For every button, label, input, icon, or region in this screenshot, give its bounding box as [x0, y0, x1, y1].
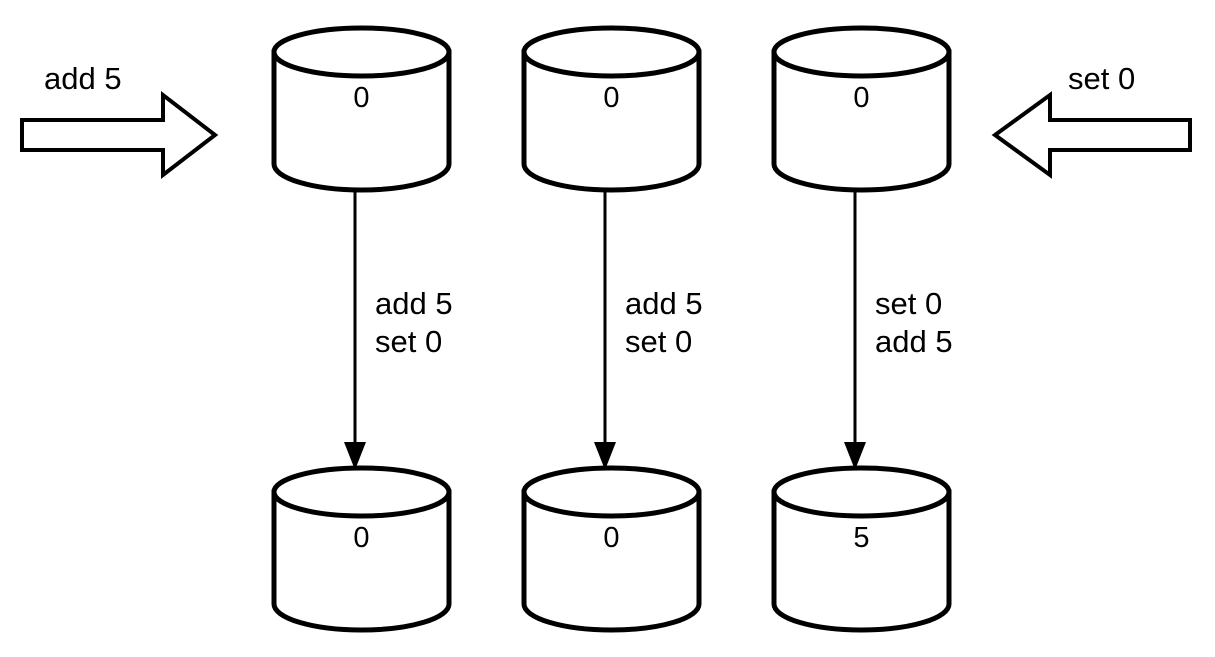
replica-2-top-cylinder-body: [521, 49, 702, 193]
replica-3-final-value: 5: [853, 522, 869, 554]
replica-1-bottom-cylinder: 0: [271, 465, 452, 633]
replica-1-bottom-cylinder-body: [271, 489, 452, 633]
left-operation-arrow: [20, 90, 219, 180]
replica-3-top-cylinder-body: [771, 49, 952, 193]
replica-2-operation-1: add 5: [625, 286, 703, 321]
replica-2-final-value: 0: [603, 522, 619, 554]
replica-1-column: 0 add 5 set 0 0: [271, 25, 453, 633]
replica-2-connector-arrowhead: [594, 442, 616, 470]
replica-2-top-cylinder-lid: [521, 25, 702, 79]
right-operation-arrow: [991, 91, 1192, 179]
replica-2-initial-value: 0: [603, 82, 619, 114]
right-block-arrow-shape: [991, 91, 1192, 179]
replica-2-connector: add 5 set 0: [594, 190, 703, 470]
replica-3-bottom-cylinder: 5: [771, 465, 952, 633]
replica-1-bottom-cylinder-lid: [271, 465, 452, 519]
replica-3-bottom-cylinder-body: [771, 489, 952, 633]
replica-1-connector-arrowhead: [344, 442, 366, 470]
replica-2-operation-2: set 0: [625, 324, 692, 359]
replica-1-top-cylinder: 0: [271, 25, 452, 193]
replica-3-operation-1: set 0: [875, 286, 942, 321]
replica-3-column: 0 set 0 add 5 5: [771, 25, 953, 633]
replica-1-final-value: 0: [353, 522, 369, 554]
replica-3-bottom-cylinder-lid: [771, 465, 952, 519]
left-operation-label: add 5: [44, 61, 122, 96]
replica-3-connector-arrowhead: [844, 442, 866, 470]
replica-1-top-cylinder-body: [271, 49, 452, 193]
replica-3-connector: set 0 add 5: [844, 190, 953, 470]
replica-2-bottom-cylinder: 0: [521, 465, 702, 633]
right-operation-label: set 0: [1068, 61, 1135, 96]
replica-2-bottom-cylinder-lid: [521, 465, 702, 519]
left-block-arrow-shape: [20, 90, 219, 180]
replica-2-column: 0 add 5 set 0 0: [521, 25, 703, 633]
replica-3-top-cylinder: 0: [771, 25, 952, 193]
replica-3-operation-2: add 5: [875, 324, 953, 359]
replica-1-top-cylinder-lid: [271, 25, 452, 79]
replica-2-top-cylinder: 0: [521, 25, 702, 193]
replica-3-initial-value: 0: [853, 82, 869, 114]
replica-3-top-cylinder-lid: [771, 25, 952, 79]
replica-1-initial-value: 0: [353, 82, 369, 114]
replica-2-bottom-cylinder-body: [521, 489, 702, 633]
replica-1-operation-2: set 0: [375, 324, 442, 359]
replica-1-connector: add 5 set 0: [344, 190, 453, 470]
replica-1-operation-1: add 5: [375, 286, 453, 321]
